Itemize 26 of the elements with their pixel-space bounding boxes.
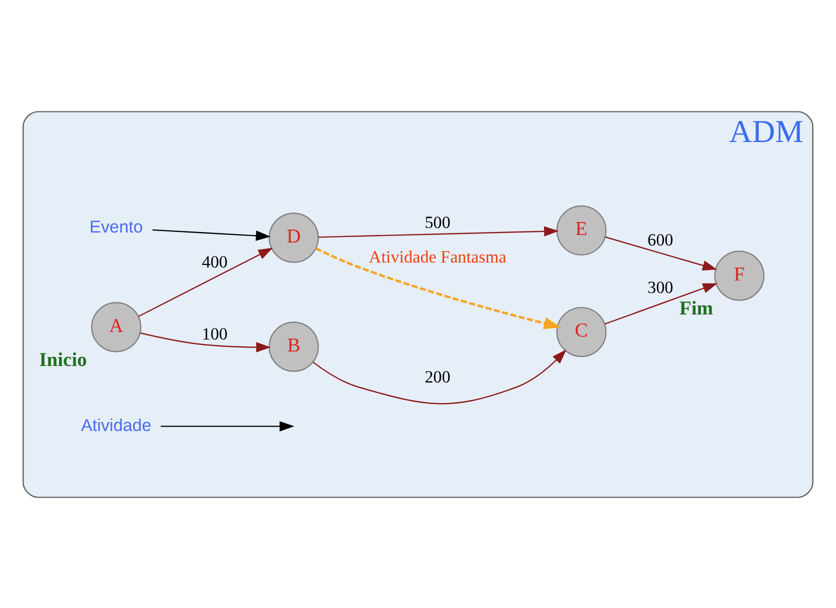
edge-label: Atividade Fantasma bbox=[368, 247, 506, 266]
arrow bbox=[140, 332, 271, 352]
node-text: Atividade bbox=[81, 414, 152, 434]
edge-label: 300 bbox=[648, 278, 674, 297]
node-label: Inicio bbox=[39, 350, 87, 371]
arrow bbox=[312, 348, 566, 404]
edge-label: 500 bbox=[424, 212, 450, 232]
edge-label: 600 bbox=[648, 230, 674, 249]
node-circle: E bbox=[556, 204, 607, 256]
arrow bbox=[605, 236, 718, 270]
arrow bbox=[152, 228, 271, 240]
node-circle: B bbox=[268, 321, 319, 372]
node-circle: F bbox=[714, 250, 764, 300]
arrow bbox=[318, 226, 559, 238]
node-circle: C bbox=[556, 306, 607, 357]
node-circle: A bbox=[91, 302, 142, 352]
arrow bbox=[138, 247, 273, 316]
arrow bbox=[315, 246, 562, 329]
edge-label: 100 bbox=[202, 324, 228, 344]
node-label: Fim bbox=[679, 298, 714, 320]
edge-label: 400 bbox=[202, 252, 228, 271]
node-circle: D bbox=[268, 212, 319, 262]
edge-label: 200 bbox=[424, 366, 450, 386]
arrow bbox=[604, 282, 718, 324]
arrow bbox=[160, 420, 294, 431]
node-text: Evento bbox=[90, 216, 143, 236]
